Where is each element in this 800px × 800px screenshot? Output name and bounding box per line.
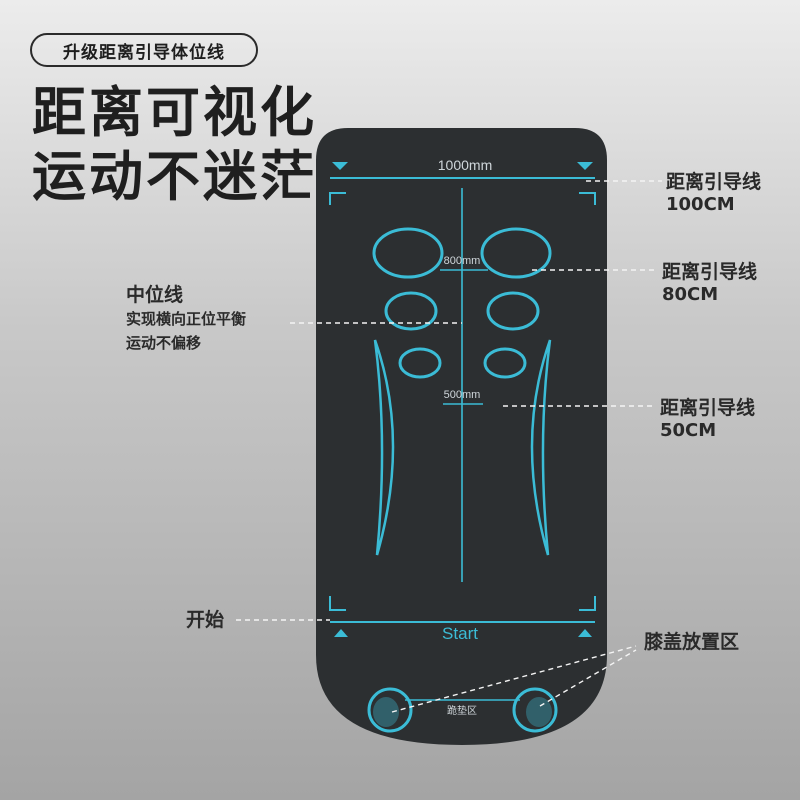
hand-ring-right-1 <box>480 227 552 279</box>
callout-center-line-desc-1: 实现横向正位平衡 <box>126 310 247 328</box>
callout-line-knee-right <box>539 649 637 707</box>
knee-ring-right <box>512 687 558 733</box>
callout-center-line: 中位线 实现横向正位平衡 运动不偏移 <box>126 283 246 355</box>
callout-guide-80: 距离引导线 80CM <box>662 260 757 306</box>
headline-line-2: 运动不迷茫 <box>32 145 317 208</box>
bracket-top-left <box>329 192 346 205</box>
triangle-start-left <box>334 629 348 637</box>
hand-ring-right-2 <box>486 291 540 331</box>
side-arc-right <box>530 339 552 556</box>
bracket-start-left <box>329 596 346 611</box>
callout-guide-100-title: 距离引导线 <box>666 171 762 193</box>
label-kneel-zone: 跪垫区 <box>447 704 477 717</box>
callout-knee-zone-title: 膝盖放置区 <box>644 631 740 653</box>
callout-guide-50: 距离引导线 50CM <box>660 396 755 442</box>
triangle-top-right <box>577 162 593 170</box>
callout-knee-zone: 膝盖放置区 <box>644 630 739 654</box>
bracket-start-right <box>579 596 596 611</box>
label-start: Start <box>442 624 478 643</box>
callout-guide-80-title: 距离引导线 <box>662 261 758 283</box>
callout-start-title: 开始 <box>186 609 225 631</box>
side-arc-left <box>373 339 395 556</box>
callout-guide-50-value: 50CM <box>660 420 717 441</box>
callout-guide-50-title: 距离引导线 <box>660 397 756 419</box>
callout-center-line-desc-2: 运动不偏移 <box>126 334 202 352</box>
hand-ring-left-2 <box>384 291 438 331</box>
label-800mm: 800mm <box>444 255 481 267</box>
callout-line-knee-left <box>391 645 637 713</box>
feature-badge: 升级距离引导体位线 <box>30 33 258 67</box>
bracket-top-right <box>579 192 596 205</box>
hand-ring-right-3 <box>483 347 527 379</box>
callout-guide-80-value: 80CM <box>662 284 719 305</box>
callout-guide-100-value: 100CM <box>666 194 735 215</box>
hand-ring-left-3 <box>398 347 442 379</box>
callout-center-line-title: 中位线 <box>126 284 184 306</box>
label-500mm: 500mm <box>444 389 481 401</box>
callout-start: 开始 <box>186 608 224 632</box>
label-1000mm: 1000mm <box>438 157 492 173</box>
hand-ring-left-1 <box>372 227 444 279</box>
triangle-start-right <box>578 629 592 637</box>
headline-line-1: 距离可视化 <box>32 81 317 144</box>
triangle-top-left <box>332 162 348 170</box>
knee-ring-left <box>367 687 413 733</box>
callout-guide-100: 距离引导线 100CM <box>666 170 761 216</box>
